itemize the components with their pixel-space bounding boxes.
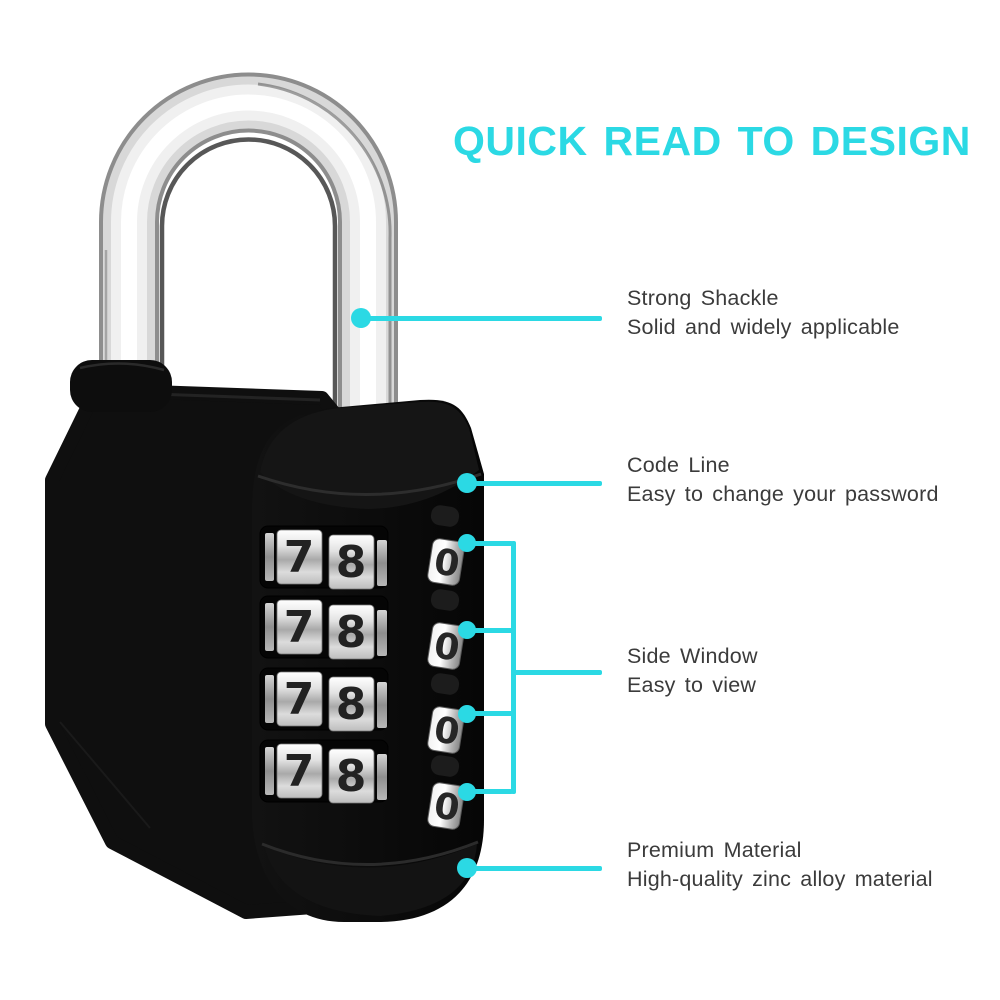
side-window: 0 bbox=[427, 782, 465, 830]
annotation-strong-shackle: Strong Shackle Solid and widely applicab… bbox=[627, 284, 997, 342]
annotation-heading: Premium Material bbox=[627, 838, 802, 862]
dial-row: 7 8 bbox=[259, 739, 389, 804]
dial-row: 7 8 bbox=[259, 667, 389, 732]
callout-dot-code bbox=[457, 473, 477, 493]
annotation-description: Easy to change your password bbox=[627, 482, 939, 506]
annotation-description: High-quality zinc alloy material bbox=[627, 867, 933, 891]
shackle-outer-reflection bbox=[257, 82, 392, 428]
side-windows: 0 0 0 0 bbox=[427, 505, 465, 830]
callout-line-material bbox=[467, 866, 602, 871]
dial-digit: 8 bbox=[336, 751, 367, 802]
callout-stub-window-1 bbox=[467, 541, 513, 546]
annotation-code-line: Code Line Easy to change your password bbox=[627, 451, 997, 509]
callout-line-shackle bbox=[361, 316, 602, 321]
callout-dot-material bbox=[457, 858, 477, 878]
dial-rows: 7 8 7 8 7 8 bbox=[259, 525, 389, 804]
callout-dot-window-3 bbox=[458, 705, 476, 723]
annotation-description: Easy to view bbox=[627, 673, 757, 697]
callout-stub-window-4 bbox=[467, 789, 513, 794]
annotation-heading: Code Line bbox=[627, 453, 730, 477]
callout-bracket-line bbox=[511, 541, 516, 794]
dial-digit: 7 bbox=[284, 746, 315, 797]
dial-digit: 8 bbox=[336, 607, 367, 658]
dial-digit: 7 bbox=[284, 674, 315, 725]
callout-line-window bbox=[511, 670, 602, 675]
callout-dot-window-2 bbox=[458, 621, 476, 639]
dial-digit: 8 bbox=[336, 679, 367, 730]
annotation-side-window: Side Window Easy to view bbox=[627, 642, 997, 700]
side-window: 0 bbox=[427, 538, 465, 586]
dial-digit: 7 bbox=[284, 602, 315, 653]
callout-dot-window-4 bbox=[458, 783, 476, 801]
dial-digit: 8 bbox=[336, 537, 367, 588]
shackle bbox=[99, 72, 398, 430]
dial-digit: 7 bbox=[284, 532, 315, 583]
callout-stub-window-3 bbox=[467, 711, 513, 716]
shackle-inner-reflection bbox=[159, 137, 338, 428]
housing-bottom-dome bbox=[264, 844, 477, 916]
dial-row: 7 8 bbox=[259, 525, 389, 590]
annotation-heading: Strong Shackle bbox=[627, 286, 779, 310]
annotation-heading: Side Window bbox=[627, 644, 758, 668]
side-window: 0 bbox=[427, 706, 465, 754]
housing-top-dome bbox=[260, 401, 479, 509]
side-window: 0 bbox=[427, 622, 465, 670]
page-title: QUICK READ TO DESIGN bbox=[453, 118, 971, 164]
annotation-premium-material: Premium Material High-quality zinc alloy… bbox=[627, 836, 997, 894]
callout-stub-window-2 bbox=[467, 628, 513, 633]
callout-dot-window-1 bbox=[458, 534, 476, 552]
dial-row: 7 8 bbox=[259, 595, 389, 660]
annotation-description: Solid and widely applicable bbox=[627, 315, 900, 339]
callout-dot-shackle bbox=[351, 308, 371, 328]
callout-line-code bbox=[467, 481, 602, 486]
shackle-collar-left bbox=[70, 360, 172, 412]
